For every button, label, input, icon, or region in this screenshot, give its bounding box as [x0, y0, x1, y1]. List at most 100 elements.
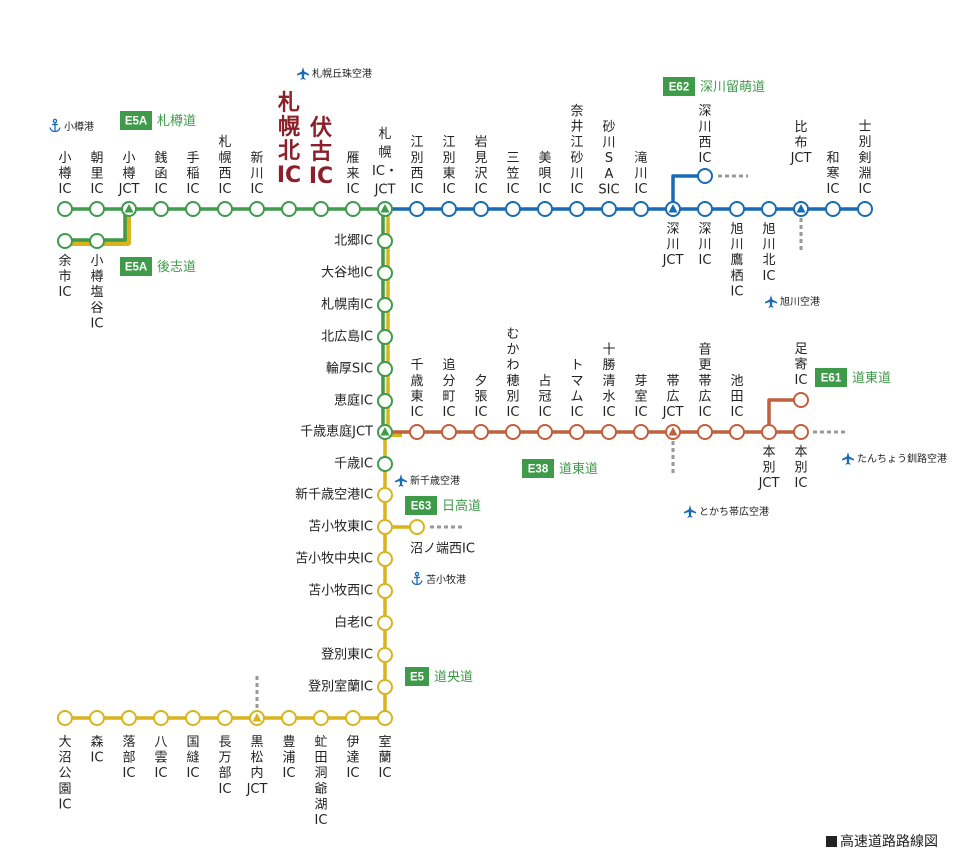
ic-node-oshamambe[interactable]	[217, 710, 233, 726]
ic-node-shimukappu[interactable]	[537, 424, 553, 440]
ic-node-oiwake[interactable]	[441, 424, 457, 440]
ic-node-chitose[interactable]	[377, 456, 393, 472]
ic-node-memuro[interactable]	[633, 424, 649, 440]
ic-node-eniwa[interactable]	[377, 393, 393, 409]
route-lines	[65, 174, 865, 720]
label-noboribetsu_higashi: 登別東IC	[321, 647, 373, 663]
ic-node-oyachi[interactable]	[377, 265, 393, 281]
ic-node-tokachi_shimizu[interactable]	[601, 424, 617, 440]
route-badge-e63	[405, 496, 437, 515]
poi-okadama: 札幌丘珠空港	[312, 67, 372, 80]
ic-node-toyoura[interactable]	[281, 710, 297, 726]
ic-node-kariki[interactable]	[345, 201, 361, 217]
label-sapporo_minami: 札幌南IC	[321, 297, 373, 313]
poi-obihiro_airport: とかち帯広空港	[699, 505, 769, 518]
ic-node-sapporo_nishi[interactable]	[217, 201, 233, 217]
ic-node-tomakomai_nishi[interactable]	[377, 583, 393, 599]
ic-node-mikasa[interactable]	[505, 201, 521, 217]
ic-node-shibetsu_kenbuchi[interactable]	[857, 201, 873, 217]
poi-otaru_port: 小樽港	[64, 120, 94, 133]
ic-node-mori[interactable]	[89, 710, 105, 726]
ic-node-iwamizawa[interactable]	[473, 201, 489, 217]
ic-node-otaru_shioya[interactable]	[89, 233, 105, 249]
ic-node-date[interactable]	[345, 710, 361, 726]
ic-node-wassamu[interactable]	[825, 201, 841, 217]
interchange-nodes	[57, 168, 873, 726]
ic-node-otoshibe[interactable]	[121, 710, 137, 726]
ic-node-yakumo[interactable]	[153, 710, 169, 726]
ic-node-teine[interactable]	[185, 201, 201, 217]
ic-node-yubari[interactable]	[473, 424, 489, 440]
ic-node-asahikawa_takasu[interactable]	[729, 201, 745, 217]
ic-node-noboribetsu_muroran[interactable]	[377, 679, 393, 695]
label-oyachi: 大谷地IC	[321, 266, 373, 281]
ic-node-ashoro[interactable]	[793, 392, 809, 408]
ic-node-ebetsu_higashi[interactable]	[441, 201, 457, 217]
ic-node-sapporo_minami[interactable]	[377, 297, 393, 313]
ic-node-wattsu[interactable]	[377, 361, 393, 377]
ic-node-fukagawa[interactable]	[697, 201, 713, 217]
ic-node-asahikawa_kita[interactable]	[761, 201, 777, 217]
ic-node-otofuke[interactable]	[697, 424, 713, 440]
ic-node-tomamu[interactable]	[569, 424, 585, 440]
route-name-e5a_shiribeshi: 後志道	[157, 260, 196, 275]
ic-node-yoichi[interactable]	[57, 233, 73, 249]
ic-node-numanohata[interactable]	[409, 519, 425, 535]
label-eniwa: 恵庭IC	[334, 393, 373, 409]
ic-node-tomakomai_chuo[interactable]	[377, 551, 393, 567]
ic-node-bibai[interactable]	[537, 201, 553, 217]
ic-node-otaru[interactable]	[57, 201, 73, 217]
ic-node-kitahiroshima[interactable]	[377, 329, 393, 345]
ic-node-noboribetsu_higashi[interactable]	[377, 647, 393, 663]
jct-triangle-icon	[252, 713, 262, 722]
ic-node-sunagawa_sa[interactable]	[601, 201, 617, 217]
ic-node-honbetsu_jct[interactable]	[761, 424, 777, 440]
ic-node-muroran[interactable]	[377, 710, 393, 726]
label-chitose: 千歳IC	[334, 457, 373, 472]
ic-node-ikeda[interactable]	[729, 424, 745, 440]
ic-node-naie_sunagawa[interactable]	[569, 201, 585, 217]
ic-node-kunnui[interactable]	[185, 710, 201, 726]
label-chitose_eniwa_jct: 千歳恵庭JCT	[300, 424, 373, 440]
ic-node-sapporo_kita[interactable]	[281, 201, 297, 217]
poi-kushiro_airport: たんちょう釧路空港	[857, 452, 947, 465]
airplane-icon	[297, 67, 309, 80]
jct-triangle-icon	[668, 427, 678, 436]
route-code-e5a_shiribeshi: E5A	[125, 262, 147, 274]
ic-node-fushiko[interactable]	[313, 201, 329, 217]
ic-node-zenibako[interactable]	[153, 201, 169, 217]
ic-node-fukagawa_nishi[interactable]	[697, 168, 713, 184]
ic-node-asari[interactable]	[89, 201, 105, 217]
ic-node-new_chitose_ic[interactable]	[377, 487, 393, 503]
ic-node-takikawa[interactable]	[633, 201, 649, 217]
ic-node-kitago[interactable]	[377, 233, 393, 249]
ic-node-chitose_higashi[interactable]	[409, 424, 425, 440]
route-name-e61: 道東道	[852, 370, 891, 386]
ic-node-mukawa_hobetsu[interactable]	[505, 424, 521, 440]
ic-node-honbetsu[interactable]	[793, 424, 809, 440]
ic-node-abuta[interactable]	[313, 710, 329, 726]
ic-node-shiraoi[interactable]	[377, 615, 393, 631]
ic-node-shinkawa[interactable]	[249, 201, 265, 217]
ic-node-tomakomai_higashi[interactable]	[377, 519, 393, 535]
ic-node-onuma[interactable]	[57, 710, 73, 726]
ic-node-ebetsu_nishi[interactable]	[409, 201, 425, 217]
